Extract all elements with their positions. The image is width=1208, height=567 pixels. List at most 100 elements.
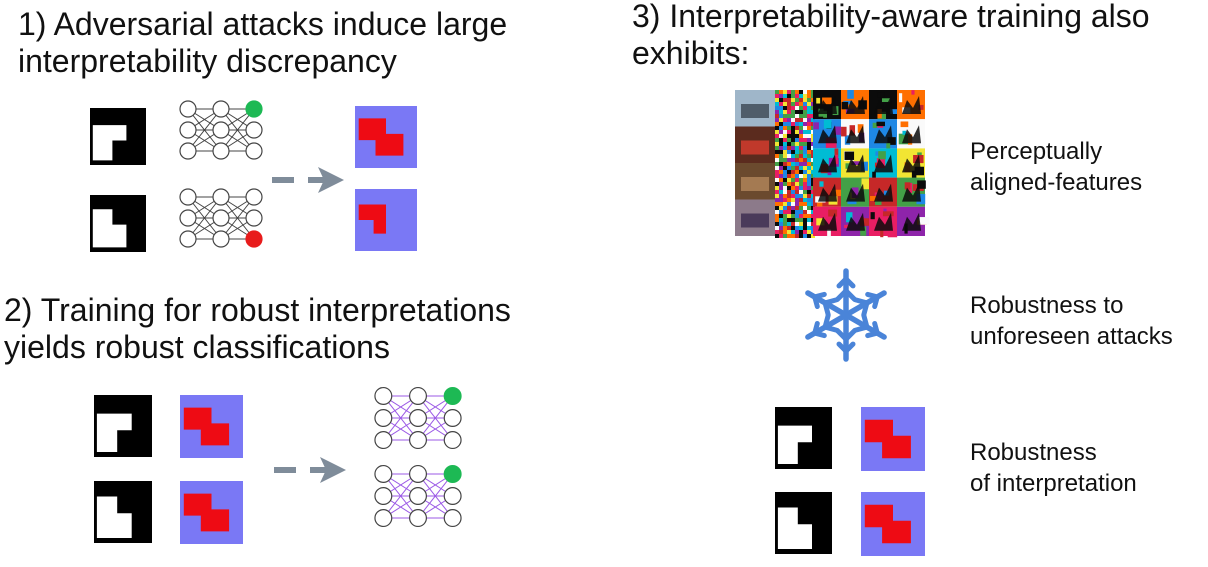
noise-cell bbox=[775, 222, 779, 226]
noise-cell bbox=[775, 198, 779, 202]
feature-blob bbox=[816, 97, 821, 104]
noise-cell bbox=[791, 190, 795, 194]
feature-blob bbox=[872, 171, 876, 182]
noise-cell bbox=[807, 114, 811, 118]
noise-cell bbox=[779, 178, 783, 182]
noise-cell bbox=[803, 118, 807, 122]
snowflake-branch bbox=[852, 297, 870, 306]
noise-cell bbox=[791, 102, 795, 106]
noise-cell bbox=[787, 130, 791, 134]
noise-cell bbox=[807, 182, 811, 186]
section2-robust-network-1 bbox=[374, 386, 462, 450]
feature-silhouette bbox=[902, 96, 921, 114]
feature-blob bbox=[870, 212, 875, 220]
feature-silhouette bbox=[818, 212, 837, 231]
noise-cell bbox=[807, 138, 811, 142]
noise-cell bbox=[783, 166, 787, 170]
noise-cell bbox=[803, 154, 807, 158]
network-node bbox=[179, 230, 197, 248]
network-node bbox=[245, 209, 263, 227]
feature-blob bbox=[822, 97, 832, 105]
section1-input-image-clean bbox=[90, 108, 146, 165]
noise-cell bbox=[775, 98, 779, 102]
noise-cell bbox=[783, 122, 787, 126]
noise-cell bbox=[795, 134, 799, 138]
noise-cell bbox=[791, 134, 795, 138]
noise-cell bbox=[791, 130, 795, 134]
noise-cell bbox=[779, 102, 783, 106]
noise-cell bbox=[787, 106, 791, 110]
noise-cell bbox=[807, 118, 811, 122]
noise-cell bbox=[795, 222, 799, 226]
feature-silhouette bbox=[874, 125, 893, 144]
feature-blob bbox=[834, 154, 839, 165]
noise-cell bbox=[775, 130, 779, 134]
noise-cell bbox=[803, 194, 807, 198]
network-node bbox=[212, 142, 230, 160]
noise-cell bbox=[783, 134, 787, 138]
noise-cell bbox=[795, 194, 799, 198]
map-highlight bbox=[358, 118, 404, 156]
network-edge bbox=[187, 196, 222, 240]
noise-cell bbox=[795, 142, 799, 146]
noise-cell bbox=[783, 138, 787, 142]
feature-blob bbox=[918, 217, 930, 225]
noise-cell bbox=[779, 210, 783, 214]
network-edge bbox=[220, 108, 255, 152]
noise-cell bbox=[803, 134, 807, 138]
noise-cell bbox=[779, 174, 783, 178]
noise-cell bbox=[799, 190, 803, 194]
feature-blob bbox=[878, 151, 886, 160]
noise-cell bbox=[803, 222, 807, 226]
noise-cell bbox=[787, 150, 791, 154]
noise-cell bbox=[795, 226, 799, 230]
noise-cell bbox=[807, 122, 811, 126]
noise-cell bbox=[795, 154, 799, 158]
feature-blob bbox=[872, 122, 877, 128]
noise-cell bbox=[787, 222, 791, 226]
noise-cell bbox=[803, 162, 807, 166]
noise-cell bbox=[795, 158, 799, 162]
noise-cell bbox=[803, 214, 807, 218]
image-white-shape bbox=[96, 496, 132, 538]
feature-blob bbox=[877, 92, 885, 98]
snowflake-branch bbox=[822, 324, 840, 333]
noise-cell bbox=[795, 206, 799, 210]
section1-heading-line2: interpretability discrepancy bbox=[18, 43, 397, 79]
noise-cell bbox=[807, 234, 811, 238]
feature-silhouette bbox=[818, 125, 837, 144]
noise-cell bbox=[783, 154, 787, 158]
image-white-shape bbox=[92, 209, 127, 248]
noise-cell bbox=[803, 142, 807, 146]
noise-cell bbox=[795, 178, 799, 182]
section1-arrow-icon bbox=[272, 167, 344, 193]
noise-cell bbox=[783, 98, 787, 102]
section2-heading: 2) Training for robust interpretations y… bbox=[4, 292, 511, 366]
noise-cell bbox=[775, 158, 779, 162]
section3-input-image-2 bbox=[775, 492, 832, 554]
network-node bbox=[179, 121, 197, 139]
noise-cell bbox=[775, 174, 779, 178]
noise-cell bbox=[787, 166, 791, 170]
feature-silhouette bbox=[874, 183, 893, 202]
noise-cell bbox=[791, 210, 795, 214]
feature-blob bbox=[902, 130, 906, 135]
noise-cell bbox=[791, 114, 795, 118]
noise-cell bbox=[779, 198, 783, 202]
section2-interpretation-1 bbox=[180, 395, 243, 458]
noise-cell bbox=[783, 130, 787, 134]
noise-cell bbox=[803, 98, 807, 102]
noise-cell bbox=[787, 122, 791, 126]
noise-cell bbox=[783, 190, 787, 194]
noise-cell bbox=[787, 198, 791, 202]
section2-input-image-2 bbox=[94, 481, 152, 543]
noise-cell bbox=[795, 122, 799, 126]
feature-blob bbox=[908, 182, 913, 193]
noise-cell bbox=[787, 158, 791, 162]
noise-cell bbox=[803, 178, 807, 182]
network-node bbox=[245, 188, 263, 206]
noise-cell bbox=[779, 114, 783, 118]
noise-cell bbox=[799, 218, 803, 222]
feature-blob bbox=[860, 218, 870, 226]
noise-cell bbox=[799, 166, 803, 170]
